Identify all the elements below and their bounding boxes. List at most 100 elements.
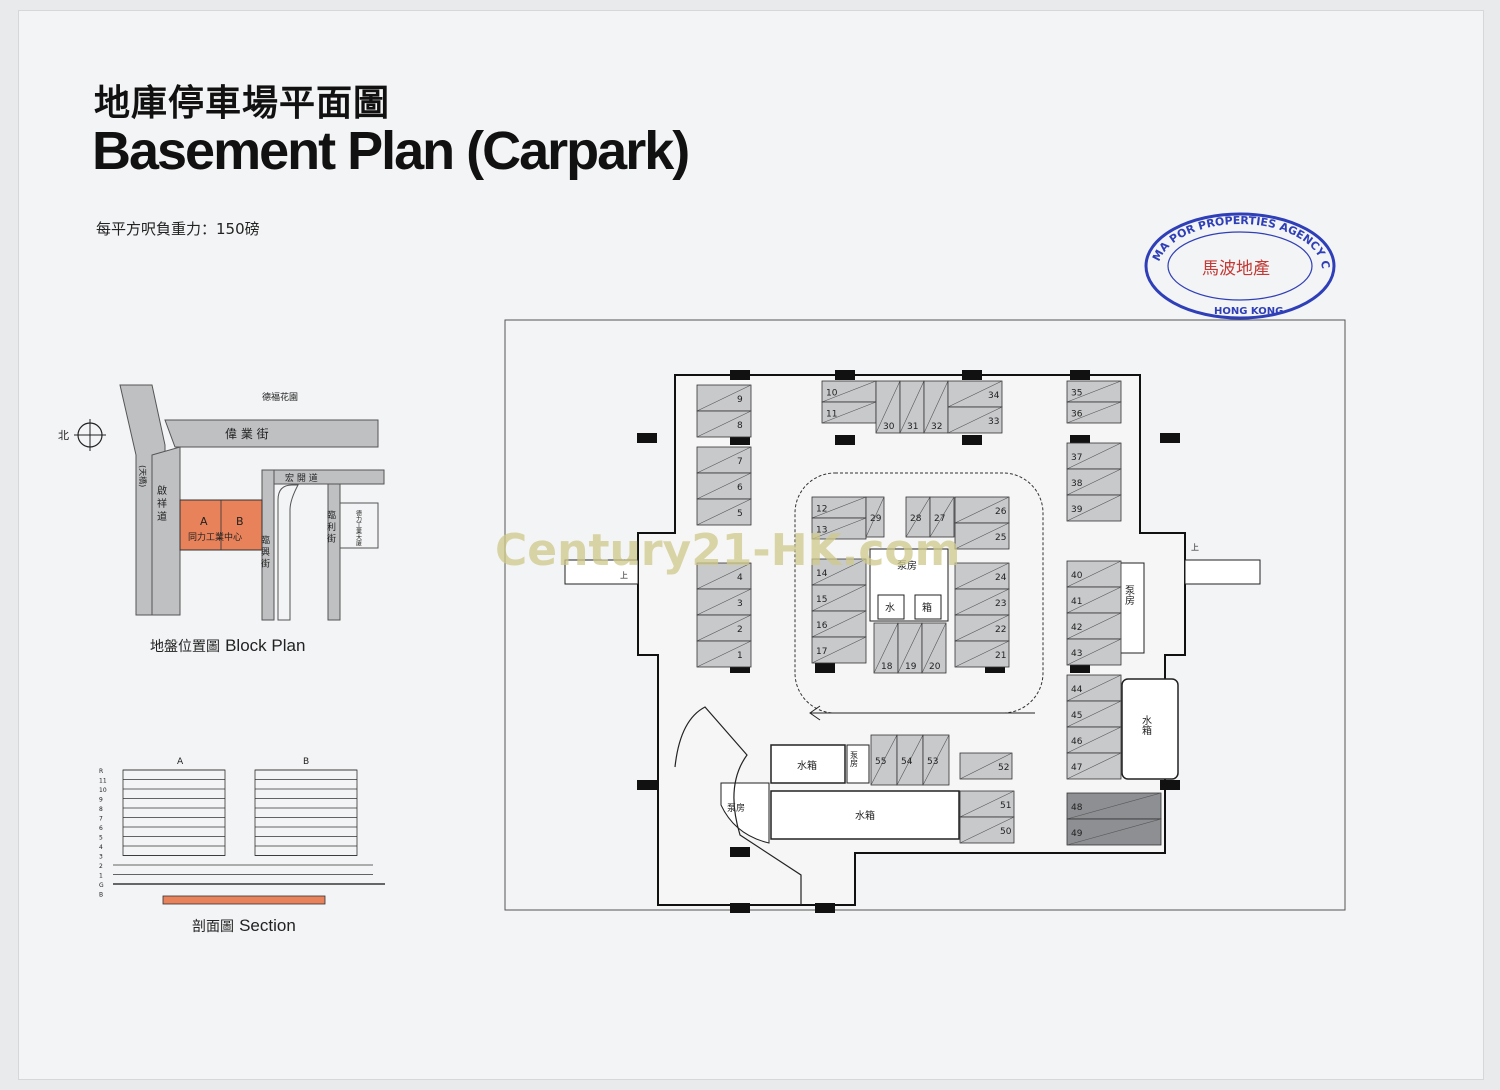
water-tank-left-label: 水 [885,602,895,614]
parking-space-26: 26 [954,496,1010,524]
floor-load-note: 每平方呎負重力：150磅 [96,220,260,238]
parking-space-number: 54 [901,757,913,767]
agency-stamp: MA POR PROPERTIES AGENCY CO. 馬波地產 HONG K… [1140,210,1336,320]
column [637,433,657,443]
parking-space-number: 29 [870,514,882,524]
parking-space-number: 43 [1071,649,1082,659]
section-level-label: B [99,892,103,899]
parking-space-number: 10 [826,389,838,399]
water-tank-bottom-small-label: 水箱 [797,759,817,772]
column [730,435,750,445]
section-level-label: 11 [99,778,107,785]
parking-space-number: 20 [929,662,941,672]
parking-space-number: 52 [998,763,1009,773]
parking-space-number: 5 [737,509,743,519]
column [1160,780,1180,790]
parking-space-25: 25 [954,522,1010,550]
stair-left [564,559,639,585]
parking-space-50: 50 [959,816,1015,844]
parking-space-number: 24 [995,573,1007,583]
pump-room-ramp-label: 泵房 [727,802,745,814]
parking-space-5: 5 [696,498,752,526]
structural-columns [637,370,1180,913]
parking-space-3: 3 [696,588,752,616]
stamp-inner-ring [1167,231,1313,301]
parking-space-19: 19 [897,622,923,674]
parking-space-number: 2 [737,625,743,635]
parking-space-30: 30 [875,380,901,434]
section-floors [113,769,385,885]
column [962,435,982,445]
parking-space-53: 53 [922,734,950,786]
north-label: 北 [58,429,69,442]
street-top: 偉 業 街 [225,427,269,441]
parking-space-number: 31 [907,422,918,432]
parking-space-32: 32 [923,380,949,434]
stamp-city: HONG KONG [1214,306,1283,317]
parking-space-number: 42 [1071,623,1082,633]
parking-space-17: 17 [811,636,867,664]
section-level-label: 7 [99,816,103,823]
parking-space-41: 41 [1066,586,1122,614]
parking-space-20: 20 [921,622,947,674]
parking-space-46: 46 [1066,726,1122,754]
parking-space-49: 49 [1066,818,1162,846]
parking-space-number: 53 [927,757,938,767]
column [1070,435,1090,445]
block-plan-map: A B 同力工業中心 北 偉 業 街 德福花園 (天橋) 啟 祥 道 宏 開 道… [58,384,385,621]
section-level-label: R [99,768,103,775]
site-boundary [504,319,1346,911]
parking-space-1: 1 [696,640,752,668]
parking-space-number: 13 [816,526,827,536]
traffic-arrow-icon [809,705,1035,721]
section-block-a: A [177,757,184,767]
section-caption-zh: 剖面圖 [192,919,234,935]
column [730,370,750,380]
section-caption: 剖面圖 Section [192,916,296,936]
parking-space-7: 7 [696,446,752,474]
water-tank-bottom-small [770,744,846,784]
parking-space-44: 44 [1066,674,1122,702]
parking-space-number: 47 [1071,763,1082,773]
parking-space-number: 8 [737,421,743,431]
section-level-label: G [99,882,104,889]
parking-space-36: 36 [1066,401,1122,424]
parking-space-2: 2 [696,614,752,642]
parking-space-6: 6 [696,472,752,500]
column [1070,370,1090,380]
parking-space-8: 8 [696,410,752,438]
parking-space-number: 4 [737,573,743,583]
parking-space-35: 35 [1066,380,1122,403]
water-tank-right-box [914,594,942,620]
parking-space-4: 4 [696,562,752,590]
column [637,780,657,790]
watermark: Century21-HK.com [495,525,960,576]
basement-carpark-highlight [162,895,326,905]
parking-space-number: 40 [1071,571,1083,581]
section-level-label: 9 [99,797,103,804]
parking-space-number: 30 [883,422,895,432]
parking-space-number: 36 [1071,410,1083,420]
section-level-label: 3 [99,854,103,861]
pump-room-bottom [846,744,870,784]
section-level-label: 10 [99,787,107,794]
parking-space-27: 27 [929,496,955,538]
road-left [151,446,181,616]
parking-space-number: 45 [1071,711,1082,721]
site-block-b: B [236,515,244,528]
site-name: 同力工業中心 [188,531,242,543]
parking-space-number: 32 [931,422,942,432]
parking-space-number: 37 [1071,453,1082,463]
parking-space-number: 46 [1071,737,1083,747]
parking-space-34: 34 [947,380,1003,408]
parking-space-number: 19 [905,662,917,672]
parking-space-39: 39 [1066,494,1122,522]
site-block-a: A [200,515,208,528]
parking-space-number: 41 [1071,597,1082,607]
column [730,903,750,913]
parking-space-number: 35 [1071,389,1082,399]
water-tank-right-text: 水箱 [1140,715,1152,736]
parking-space-number: 51 [1000,801,1011,811]
carpark-floor-plan: 泵房 水 箱 泵房 水箱 水箱 水箱 泵房 泵房 上 上 98765432110… [495,319,1346,913]
